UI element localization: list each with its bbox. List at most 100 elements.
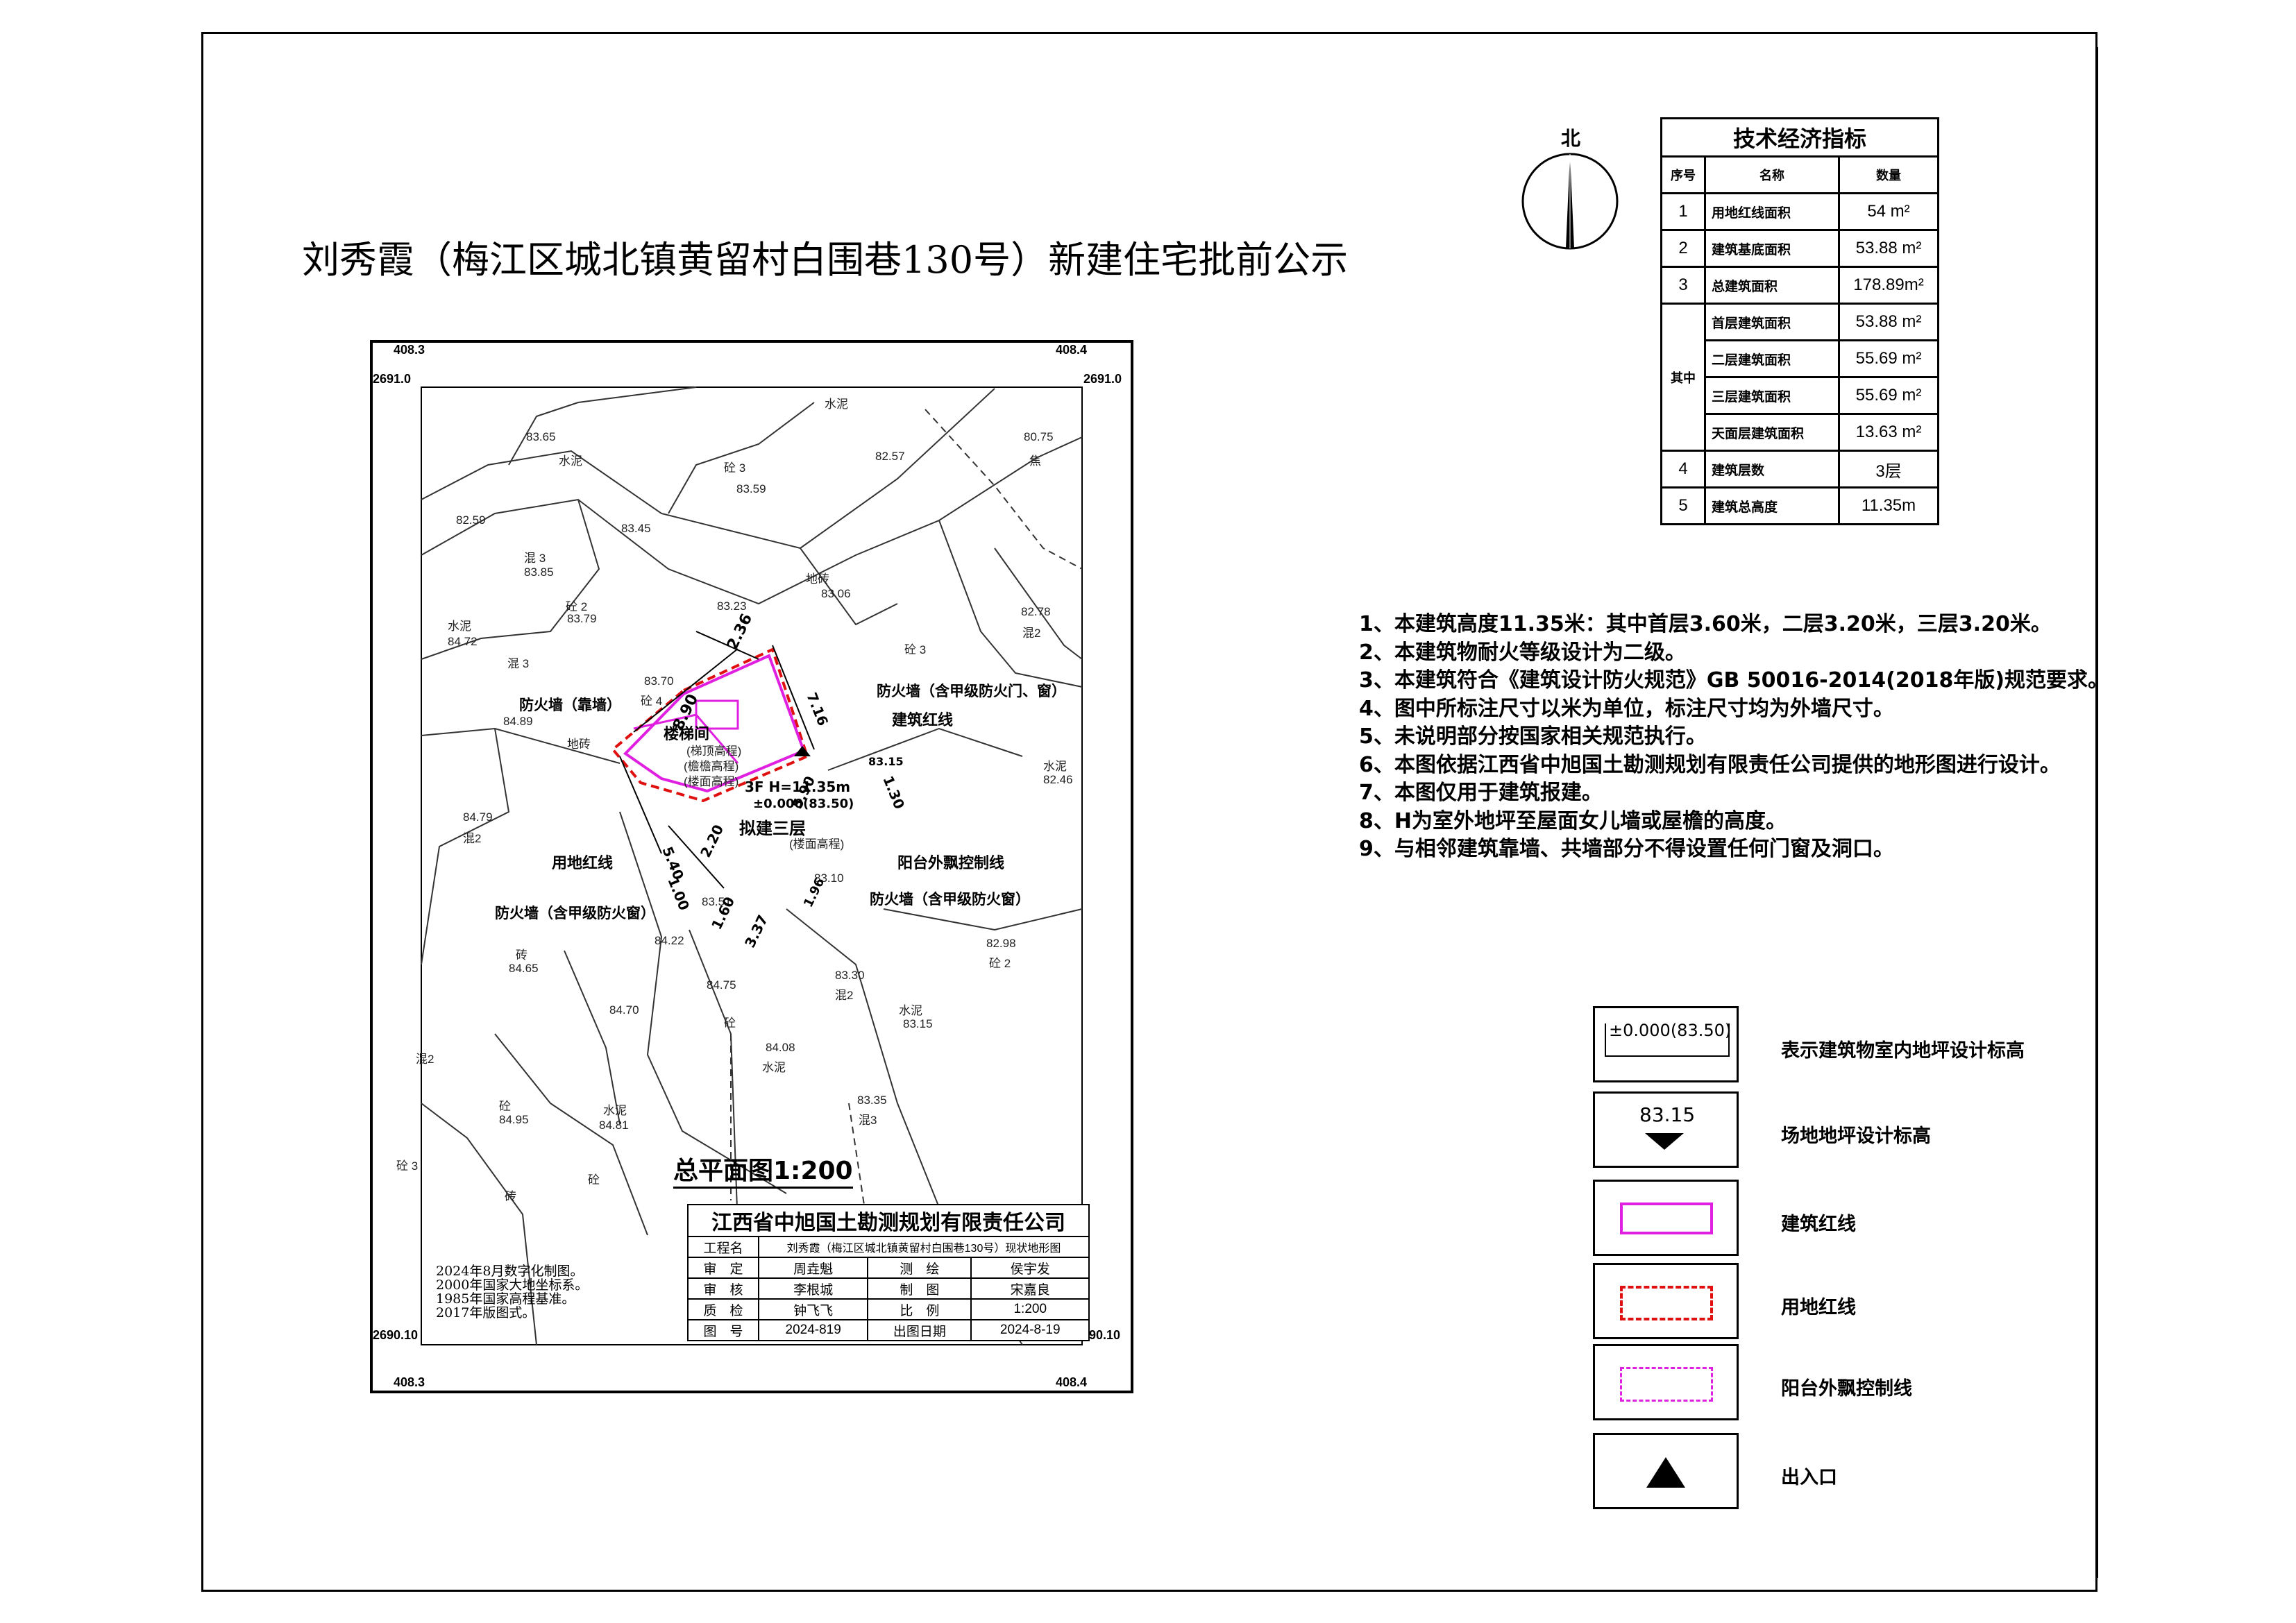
map-label: 83.23 [717,600,747,613]
map-labels: 408.3 408.4 2691.0 2691.0 2690.10 2690.1… [370,340,1133,1393]
firewall-label: 防火墙（含甲级防火窗） [495,905,655,921]
cell: 5 [1660,486,1706,525]
cell: 11.35m [1838,486,1939,525]
col-no: 序号 [1660,155,1706,194]
cell: 天面层建筑面积 [1704,413,1840,452]
survey-notes: 2024年8月数字化制图。 2000年国家大地坐标系。 1985年国家高程基准。… [436,1264,588,1320]
map-label: 地砖 [806,572,829,586]
legend-land-line-box [1593,1263,1739,1339]
table-row: 2 建筑基底面积 53.88 m² [1660,229,1939,268]
map-label: 83.10 [814,872,844,885]
legend-floor-level-symbol: ±0.000(83.50) [1609,1021,1732,1040]
survey-note: 2017年版图式。 [436,1305,536,1320]
map-label: 84.81 [599,1119,629,1132]
map-label: 混3 [859,1114,877,1127]
coord-label: 2691.0 [1083,372,1122,386]
table-row: 审 核 李根城 制 图 宋嘉良 [687,1277,1090,1300]
table-row: 4 建筑层数 3层 [1660,450,1939,488]
map-label: 83.70 [644,674,674,688]
map-label: 砼 [499,1100,511,1113]
cell: 图 号 [687,1319,759,1341]
map-label: 水泥 [899,1004,922,1017]
map-label: 混 3 [507,657,530,670]
cell: 53.88 m² [1838,303,1939,341]
note-item: 6、本图依据江西省中旭国土勘测规划有限责任公司提供的地形图进行设计。 [1359,752,2061,777]
map-label: 84.79 [463,810,493,824]
map-label: 83.45 [621,522,651,535]
col-value: 数量 [1838,155,1939,194]
table-row: 1 用地红线面积 54 m² [1660,192,1939,231]
legend-label: 表示建筑物室内地坪设计标高 [1781,1040,2025,1062]
legend-entrance-box [1593,1433,1739,1509]
cell: 侯宇发 [970,1257,1090,1279]
table-row: 3 总建筑面积 178.89m² [1660,266,1939,305]
cell: 质 检 [687,1298,759,1320]
group-cell: 其中 [1660,303,1706,452]
page-title: 刘秀霞（梅江区城北镇黄留村白围巷130号）新建住宅批前公示 [302,238,1349,282]
map-label: 砼 [724,1017,736,1030]
map-label: 83.35 [857,1094,887,1107]
company-name: 江西省中旭国土勘测规划有限责任公司 [687,1204,1090,1237]
cell: 2024-8-19 [970,1319,1090,1341]
map-label: 混 3 [524,552,546,565]
cell: 13.63 m² [1838,413,1939,452]
firewall-label: 防火墙（含甲级防火窗） [870,891,1030,908]
map-label: 82.59 [456,513,486,527]
map-label: 砼 [588,1173,600,1187]
coord-label: 408.3 [394,1375,425,1389]
map-label: 84.22 [655,934,684,947]
map-label: 水泥 [1043,760,1067,773]
north-arrow: 北 [1519,124,1623,255]
econ-heading: 技术经济指标 [1660,117,1939,158]
econ-table: 技术经济指标 序号 名称 数量 1 用地红线面积 54 m² 2 建筑基底面积 … [1660,117,1939,525]
map-label: 83.06 [821,587,851,600]
cell: 首层建筑面积 [1704,303,1840,341]
cell: 3 [1660,266,1706,305]
map-label: 砼 3 [396,1159,419,1173]
legend-label: 阳台外飘控制线 [1781,1378,1912,1400]
table-row: 图 号 2024-819 出图日期 2024-8-19 [687,1319,1090,1341]
coord-label: 408.3 [394,343,425,357]
map-label: 82.98 [986,937,1016,950]
coord-label: 408.4 [1056,1375,1088,1389]
map-label: 83.85 [524,566,554,579]
map-label: 砼 3 [904,643,927,656]
survey-title-block: 江西省中旭国土勘测规划有限责任公司 工程名 刘秀霞（梅江区城北镇黄留村白围巷13… [687,1204,1090,1341]
dimension-label: 1.00 [664,874,693,913]
map-label: 砼 2 [989,957,1011,970]
map-label: 水泥 [825,398,848,411]
map-label: 83.59 [736,482,766,495]
scale-label: 总平面图1:200 [673,1150,853,1189]
note-item: 3、本建筑符合《建筑设计防火规范》GB 50016-2014(2018年版)规范… [1359,668,2109,692]
legend-label: 用地红线 [1781,1297,1856,1318]
firewall-label: 防火墙（含甲级防火门、窗） [877,683,1066,699]
red-line-label: 建筑红线 [892,712,954,729]
table-row: 三层建筑面积 55.69 m² [1662,376,1939,415]
legend-label: 建筑红线 [1781,1214,1856,1235]
map-label: 82.57 [875,450,905,463]
map-label: 砼 4 [641,695,663,708]
map-label: 84.95 [499,1113,529,1126]
map-label: 混2 [1022,627,1041,640]
coord-label: 2691.0 [373,372,412,386]
cell: 工程名 [687,1236,759,1258]
table-row: 质 检 钟飞飞 比 例 1:200 [687,1298,1090,1320]
elev-note: (楼面高程) [684,775,739,788]
cell: 54 m² [1838,192,1939,231]
cell: 总建筑面积 [1704,266,1840,305]
map-label: 水泥 [559,454,582,468]
table-row: 其中 首层建筑面积 53.88 m² [1660,303,1939,452]
cell: 1:200 [970,1298,1090,1320]
legend-site-level-symbol: 83.15 [1639,1103,1696,1126]
map-label: 80.75 [1024,430,1054,443]
legend-floor-level-box: ±0.000(83.50) [1593,1006,1739,1082]
cell: 周垚魁 [757,1257,869,1279]
map-label: 焦 [1029,454,1041,468]
cell: 55.69 m² [1838,376,1939,415]
map-label: 83.51 [702,895,732,908]
map-label: 水泥 [448,620,471,633]
cell: 李根城 [757,1277,869,1300]
legend-label: 出入口 [1781,1467,1837,1488]
note-item: 5、未说明部分按国家相关规范执行。 [1359,724,1707,749]
map-label: 砖 [516,949,527,962]
